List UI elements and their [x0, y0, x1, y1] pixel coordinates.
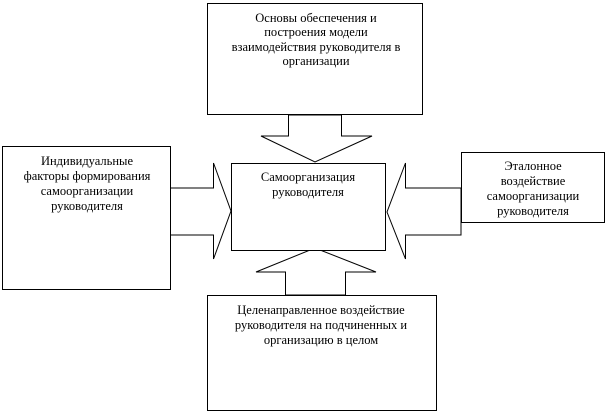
text-line: Основы обеспечения и	[255, 11, 377, 25]
center-box	[231, 163, 386, 251]
top-arrow	[260, 114, 373, 163]
text-line: Самоорганизация	[261, 170, 355, 184]
text-line: Индивидуальные	[41, 154, 133, 168]
right-arrow	[386, 162, 462, 260]
text-line: организацию в целом	[264, 333, 378, 347]
text-line: факторы формирования	[24, 169, 151, 183]
left-box	[2, 146, 171, 290]
text-line: воздействие	[501, 174, 566, 188]
top-box-text: Основы обеспечения и построения модели в…	[232, 11, 401, 68]
text-line: руководителя	[497, 204, 569, 218]
right-box-text: Эталонное воздействие самоорганизации ру…	[487, 159, 580, 218]
center-box-text: Самоорганизация руководителя	[261, 170, 355, 199]
text-line: самоорганизации	[41, 184, 134, 198]
left-box-text: Индивидуальные факторы формирования само…	[24, 154, 151, 213]
bottom-arrow	[255, 247, 377, 296]
text-line: руководителя	[51, 199, 123, 213]
right-box	[461, 152, 605, 223]
text-line: самоорганизации	[487, 189, 580, 203]
text-line: руководителя	[272, 185, 344, 199]
bottom-box-text: Целенаправленное воздействие руководител…	[235, 303, 408, 347]
text-line: организации	[282, 54, 349, 68]
bottom-box	[207, 295, 437, 411]
top-box	[207, 3, 423, 115]
text-line: руководителя на подчиненных и	[235, 318, 408, 332]
text-line: взаимодействия руководителя в	[232, 40, 401, 54]
text-line: Эталонное	[504, 159, 562, 173]
text-line: Целенаправленное воздействие	[237, 303, 405, 317]
text-line: построения модели	[264, 25, 368, 39]
